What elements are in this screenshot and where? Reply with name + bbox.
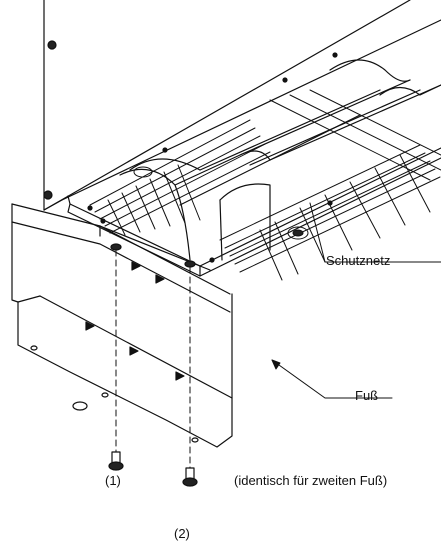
screw-icon [108, 451, 124, 471]
protective-net [89, 89, 441, 281]
unit-housing [43, 0, 441, 211]
fan-channel [119, 59, 441, 261]
leader-lines [271, 202, 441, 399]
screw-icon [182, 467, 198, 487]
screw-2-label: (2) [174, 526, 190, 541]
protective-net-label: Schutznetz [326, 253, 391, 268]
note-label: (identisch für zweiten Fuß) [234, 473, 388, 488]
screw-1-label: (1) [105, 473, 121, 488]
screw-axes [115, 249, 191, 469]
foot-label: Fuß [355, 388, 379, 403]
foot [11, 203, 233, 448]
